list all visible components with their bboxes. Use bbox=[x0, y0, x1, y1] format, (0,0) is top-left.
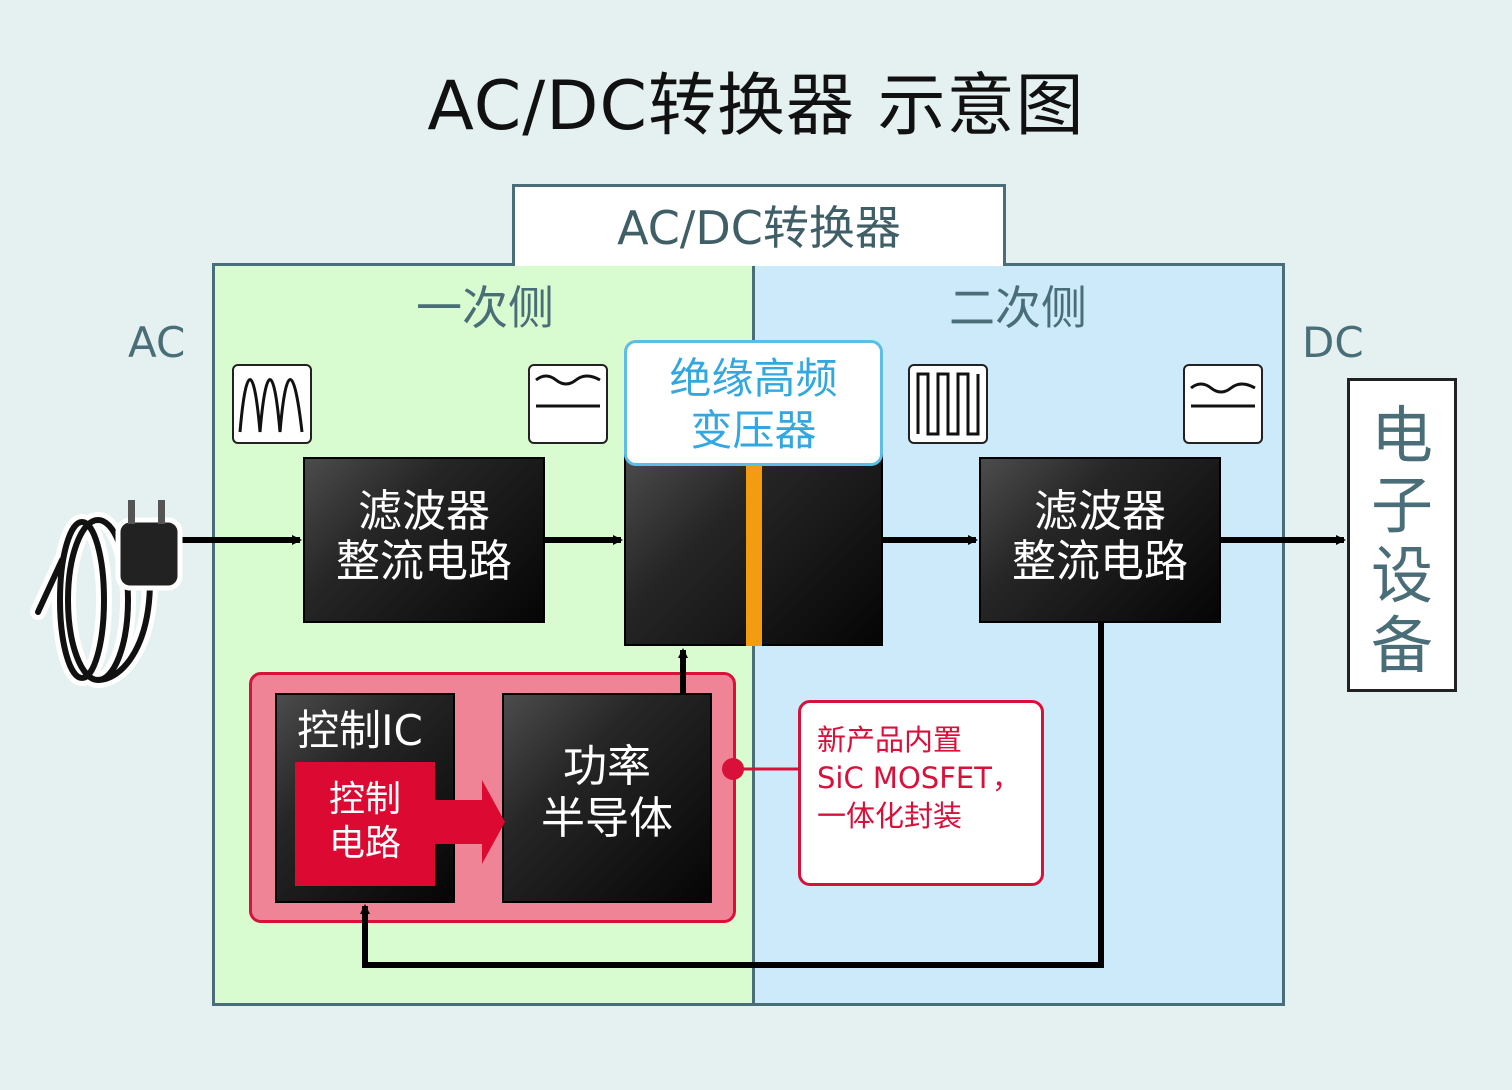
converter-label: AC/DC转换器 bbox=[512, 184, 1006, 266]
control-ic-title: 控制IC bbox=[297, 706, 423, 755]
transformer-block bbox=[624, 450, 883, 646]
secondary-filter-line2: 整流电路 bbox=[1012, 536, 1188, 587]
callout-dot bbox=[722, 758, 744, 780]
device-char-1: 电 bbox=[1370, 399, 1433, 472]
primary-filter-line1: 滤波器 bbox=[358, 486, 490, 537]
ac-input-label: AC bbox=[128, 318, 186, 367]
control-circuit-line1: 控制 bbox=[328, 779, 401, 820]
transformer-line1: 绝缘高频 bbox=[669, 354, 838, 403]
secondary-filter-rectifier: 滤波器 整流电路 bbox=[979, 457, 1221, 623]
device-char-3: 设 bbox=[1370, 539, 1433, 612]
primary-filter-line2: 整流电路 bbox=[336, 536, 512, 587]
primary-side-label: 一次侧 bbox=[416, 281, 554, 335]
ac-plug-icon bbox=[30, 500, 183, 688]
control-circuit-block: 控制 电路 bbox=[295, 762, 435, 886]
control-circuit-line2: 电路 bbox=[328, 823, 401, 864]
transformer-core bbox=[746, 466, 762, 646]
power-semi-line2: 半导体 bbox=[541, 793, 673, 844]
primary-filter-rectifier: 滤波器 整流电路 bbox=[303, 457, 545, 623]
transformer-label: 绝缘高频 变压器 bbox=[624, 340, 883, 466]
device-char-2: 子 bbox=[1370, 469, 1433, 542]
arrow-control-to-power bbox=[435, 780, 505, 864]
dc-output-label: DC bbox=[1302, 318, 1364, 367]
transformer-line2: 变压器 bbox=[690, 406, 817, 455]
secondary-filter-line1: 滤波器 bbox=[1034, 486, 1166, 537]
ripple-wave-icon bbox=[528, 364, 608, 444]
power-semi-line1: 功率 bbox=[563, 741, 651, 792]
callout-line1: 新产品内置 bbox=[817, 723, 963, 757]
ripple-wave-icon bbox=[1183, 364, 1263, 444]
callout-line2: SiC MOSFET， bbox=[817, 761, 1021, 795]
device-char-4: 备 bbox=[1370, 609, 1433, 682]
callout-line3: 一体化封装 bbox=[817, 799, 963, 833]
feedback-loop-arrow bbox=[360, 623, 1104, 968]
secondary-side-label: 二次侧 bbox=[949, 281, 1087, 335]
square-wave-icon bbox=[908, 364, 988, 444]
power-semiconductor-block: 功率 半导体 bbox=[502, 693, 712, 903]
diagram-title: AC/DC转换器 示意图 bbox=[427, 67, 1085, 146]
electronic-device-box: 电 子 设 备 bbox=[1347, 378, 1457, 692]
callout-box: 新产品内置 SiC MOSFET， 一体化封装 bbox=[798, 700, 1044, 886]
sine-wave-icon bbox=[232, 364, 312, 444]
